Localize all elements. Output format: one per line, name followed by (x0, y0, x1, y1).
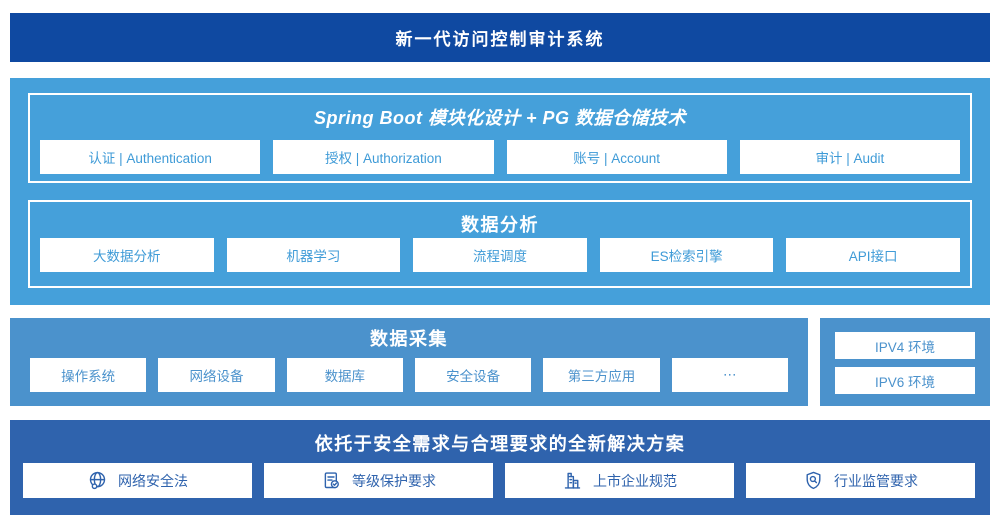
shield-search-icon (803, 470, 824, 491)
document-check-icon (321, 470, 342, 491)
globe-icon (87, 470, 108, 491)
solution-item-label: 行业监管要求 (834, 472, 918, 489)
collection-row: 操作系统 网络设备 数据库 安全设备 第三方应用 ⋯ (30, 358, 788, 392)
module-account-box: 账号 | Account (506, 140, 727, 174)
analysis-es-box: ES检索引擎 (599, 238, 774, 272)
solution-item-label: 等级保护要求 (352, 472, 436, 489)
solution-network-security-law-box: 网络安全法 (23, 463, 252, 498)
module-audit-box: 审计 | Audit (739, 140, 960, 174)
solution-title: 依托于安全需求与合理要求的全新解决方案 (314, 434, 686, 454)
data-analysis-panel: 数据分析 大数据分析 机器学习 流程调度 ES检索引擎 API接口 (28, 200, 972, 288)
ipv6-env-box: IPV6 环境 (835, 367, 975, 394)
module-authorization-box: 授权 | Authorization (273, 140, 494, 174)
collection-thirdparty-box: 第三方应用 (543, 358, 660, 392)
collection-security-device-box: 安全设备 (414, 358, 532, 392)
ipv4-env-box: IPV4 环境 (835, 332, 975, 359)
data-collection-title: 数据采集 (370, 329, 448, 349)
springboot-modules-panel: Spring Boot 模块化设计 + PG 数据仓储技术 认证 | Authe… (28, 93, 972, 183)
solution-item-label: 网络安全法 (118, 472, 188, 489)
analysis-workflow-box: 流程调度 (413, 238, 587, 272)
building-icon (562, 470, 583, 491)
solution-section: 依托于安全需求与合理要求的全新解决方案 网络安全法 (10, 420, 990, 515)
collection-database-box: 数据库 (286, 358, 403, 392)
analysis-bigdata-box: 大数据分析 (40, 238, 214, 272)
collection-os-box: 操作系统 (30, 358, 147, 392)
analysis-row: 大数据分析 机器学习 流程调度 ES检索引擎 API接口 (40, 238, 960, 272)
modules-row: 认证 | Authentication 授权 | Authorization 账… (40, 140, 960, 174)
ip-environment-section: IPV4 环境 IPV6 环境 (820, 318, 990, 406)
solution-listed-company-box: 上市企业规范 (505, 463, 734, 498)
header-bar: 新一代访问控制审计系统 (10, 13, 990, 62)
platform-section: Spring Boot 模块化设计 + PG 数据仓储技术 认证 | Authe… (10, 78, 990, 305)
solution-classified-protection-box: 等级保护要求 (264, 463, 493, 498)
analysis-ml-box: 机器学习 (226, 238, 401, 272)
solution-row: 网络安全法 等级保护要求 (23, 463, 975, 498)
data-collection-section: 数据采集 操作系统 网络设备 数据库 安全设备 第三方应用 ⋯ (10, 318, 808, 406)
module-authentication-box: 认证 | Authentication (40, 140, 261, 174)
collection-more-box: ⋯ (671, 358, 788, 392)
collection-network-device-box: 网络设备 (158, 358, 275, 392)
analysis-api-box: API接口 (786, 238, 960, 272)
springboot-panel-title: Spring Boot 模块化设计 + PG 数据仓储技术 (313, 108, 686, 128)
solution-item-label: 上市企业规范 (593, 472, 677, 489)
page-title: 新一代访问控制审计系统 (395, 30, 605, 49)
solution-industry-regulation-box: 行业监管要求 (746, 463, 975, 498)
data-analysis-title: 数据分析 (461, 215, 539, 235)
